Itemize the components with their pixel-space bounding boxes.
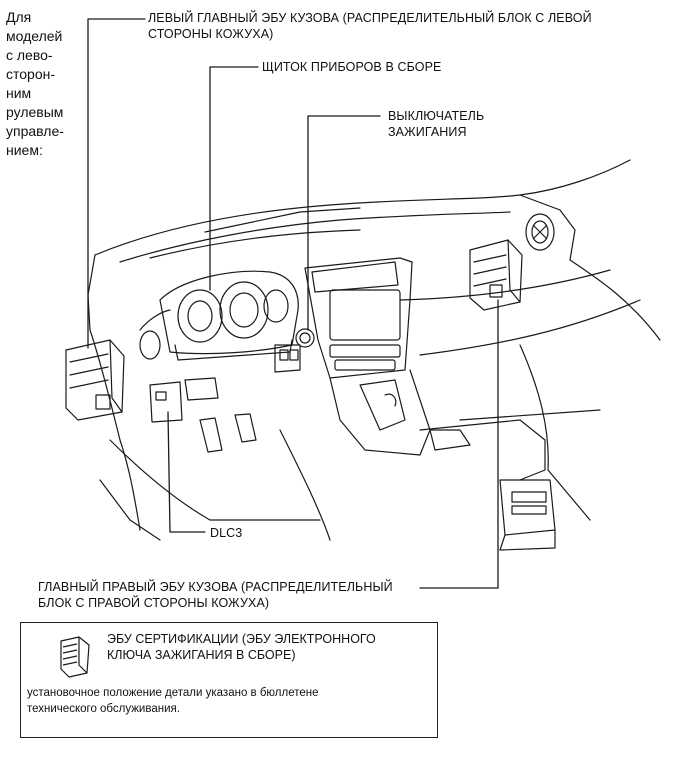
leader-dlc3 <box>167 411 206 533</box>
leader-left-body-ecu <box>87 18 146 349</box>
lhd-models-note: Для моделей с лево- сторон- ним рулевым … <box>6 9 64 158</box>
label-ignition-switch: ВЫКЛЮЧАТЕЛЬ ЗАЖИГАНИЯ <box>388 109 485 139</box>
dashboard-diagram <box>65 18 661 589</box>
pedals-drawing <box>199 413 257 453</box>
leader-lines <box>87 18 499 589</box>
left-body-ecu-drawing <box>65 339 125 421</box>
label-left-body-ecu: ЛЕВЫЙ ГЛАВНЫЙ ЭБУ КУЗОВА (РАСПРЕДЕЛИТЕЛЬ… <box>148 11 592 41</box>
center-console-drawing <box>274 257 556 551</box>
legend-box: ЭБУ СЕРТИФИКАЦИИ (ЭБУ ЭЛЕКТРОННОГО КЛЮЧА… <box>20 622 438 738</box>
dlc3-connector-drawing <box>149 377 219 423</box>
legend-note: установочное положение детали указано в … <box>27 687 319 715</box>
leader-right-body-ecu <box>419 299 499 589</box>
dashboard-outline <box>87 159 661 541</box>
air-vent-drawing <box>525 213 555 251</box>
certification-ecu-icon <box>60 636 90 678</box>
instrument-cluster-drawing <box>139 270 299 361</box>
label-instrument-cluster: ЩИТОК ПРИБОРОВ В СБОРЕ <box>262 60 442 74</box>
leader-ignition-switch <box>307 115 381 331</box>
label-certification-ecu: ЭБУ СЕРТИФИКАЦИИ (ЭБУ ЭЛЕКТРОННОГО КЛЮЧА… <box>107 632 376 662</box>
label-right-body-ecu: ГЛАВНЫЙ ПРАВЫЙ ЭБУ КУЗОВА (РАСПРЕДЕЛИТЕЛ… <box>38 580 393 610</box>
right-body-ecu-drawing <box>469 239 523 311</box>
label-dlc3: DLC3 <box>210 526 243 540</box>
leader-instrument-cluster <box>209 66 259 291</box>
